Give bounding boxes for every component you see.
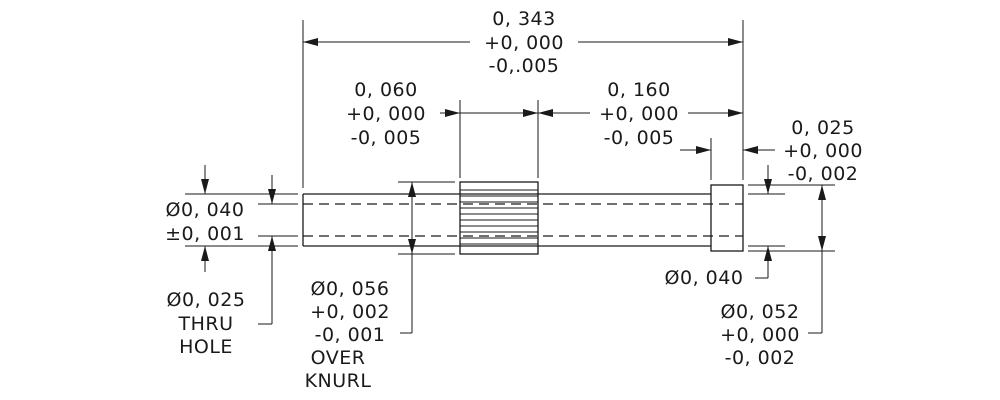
shaft-diameter-dimension: Ø0, 040 ±0, 001 [165,199,245,245]
shoulder-length-dimension: 0, 160 +0, 000 -0, 005 [599,79,679,149]
head-diameter-minus: -0, 002 [725,347,796,369]
head-width-plus: +0, 000 [783,140,863,162]
knurl-diameter-nominal: Ø0, 056 [311,278,390,300]
knurl-width-nominal: 0, 060 [354,79,417,101]
head-width-minus: -0, 002 [788,163,859,185]
bore-note-thru: THRU [177,313,233,335]
overall-length-dimension: 0, 343 +0, 000 -0,.005 [484,8,564,77]
shaft-diameter-nominal: Ø0, 040 [166,199,245,221]
head-section [710,184,744,252]
knurl-width-dimension: 0, 060 +0, 000 -0, 005 [346,79,426,149]
knurl-diameter-dimension: Ø0, 056 +0, 002 -0, 001 OVER KNURL [305,278,390,392]
overall-length-minus: -0,.005 [489,55,560,77]
bore-diameter-nominal: Ø0, 025 [167,289,246,311]
head-width-dimension: 0, 025 +0, 000 -0, 002 [783,117,863,185]
shoulder-length-plus: +0, 000 [599,103,679,125]
head-inner-diameter-dimension: Ø0, 040 [665,267,744,289]
head-diameter-nominal: Ø0, 052 [721,301,800,323]
part-outline [302,181,744,255]
dimension-lines [204,41,823,334]
bore-note-hole: HOLE [179,336,233,358]
head-width-nominal: 0, 025 [791,117,854,139]
knurl-hatching [460,189,538,245]
head-diameter-dimension: Ø0, 052 +0, 000 -0, 002 [720,301,800,369]
arrowheads [201,38,826,261]
knurl-note-knurl: KNURL [305,370,372,392]
knurl-note-over: OVER [311,347,366,369]
extension-lines [185,20,835,255]
knurl-width-plus: +0, 000 [346,103,426,125]
bore-diameter-dimension: Ø0, 025 THRU HOLE [167,289,246,358]
knurl-diameter-minus: -0, 001 [315,324,386,346]
overall-length-nominal: 0, 343 [492,8,555,30]
overall-length-plus: +0, 000 [484,32,564,54]
shoulder-length-nominal: 0, 160 [607,79,670,101]
knurl-diameter-plus: +0, 002 [310,301,390,323]
shoulder-length-minus: -0, 005 [604,127,675,149]
head-diameter-plus: +0, 000 [720,324,800,346]
head-inner-diameter-nominal: Ø0, 040 [665,267,744,289]
shaft-diameter-tolerance: ±0, 001 [165,223,245,245]
knurl-width-minus: -0, 005 [351,127,422,149]
knurl-section [459,181,539,255]
